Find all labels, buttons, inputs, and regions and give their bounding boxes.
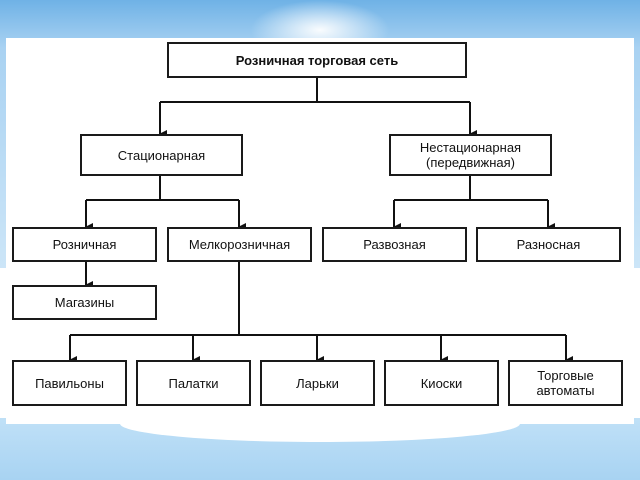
node-tents: Палатки bbox=[136, 360, 251, 406]
node-carry: Разносная bbox=[476, 227, 621, 262]
node-pavilions: Павильоны bbox=[12, 360, 127, 406]
background-bottom-band bbox=[0, 420, 640, 480]
node-root: Розничная торговая сеть bbox=[167, 42, 467, 78]
background-curve bbox=[120, 420, 520, 442]
node-vending: Торговые автоматы bbox=[508, 360, 623, 406]
node-stationary: Стационарная bbox=[80, 134, 243, 176]
node-small-retail: Мелкорозничная bbox=[167, 227, 312, 262]
node-kiosks: Киоски bbox=[384, 360, 499, 406]
left-border-strip bbox=[0, 268, 10, 418]
right-border-strip bbox=[630, 268, 640, 418]
node-mobile: Нестационарная (передвижная) bbox=[389, 134, 552, 176]
node-shops: Магазины bbox=[12, 285, 157, 320]
node-retail: Розничная bbox=[12, 227, 157, 262]
node-delivery: Развозная bbox=[322, 227, 467, 262]
node-stalls: Ларьки bbox=[260, 360, 375, 406]
